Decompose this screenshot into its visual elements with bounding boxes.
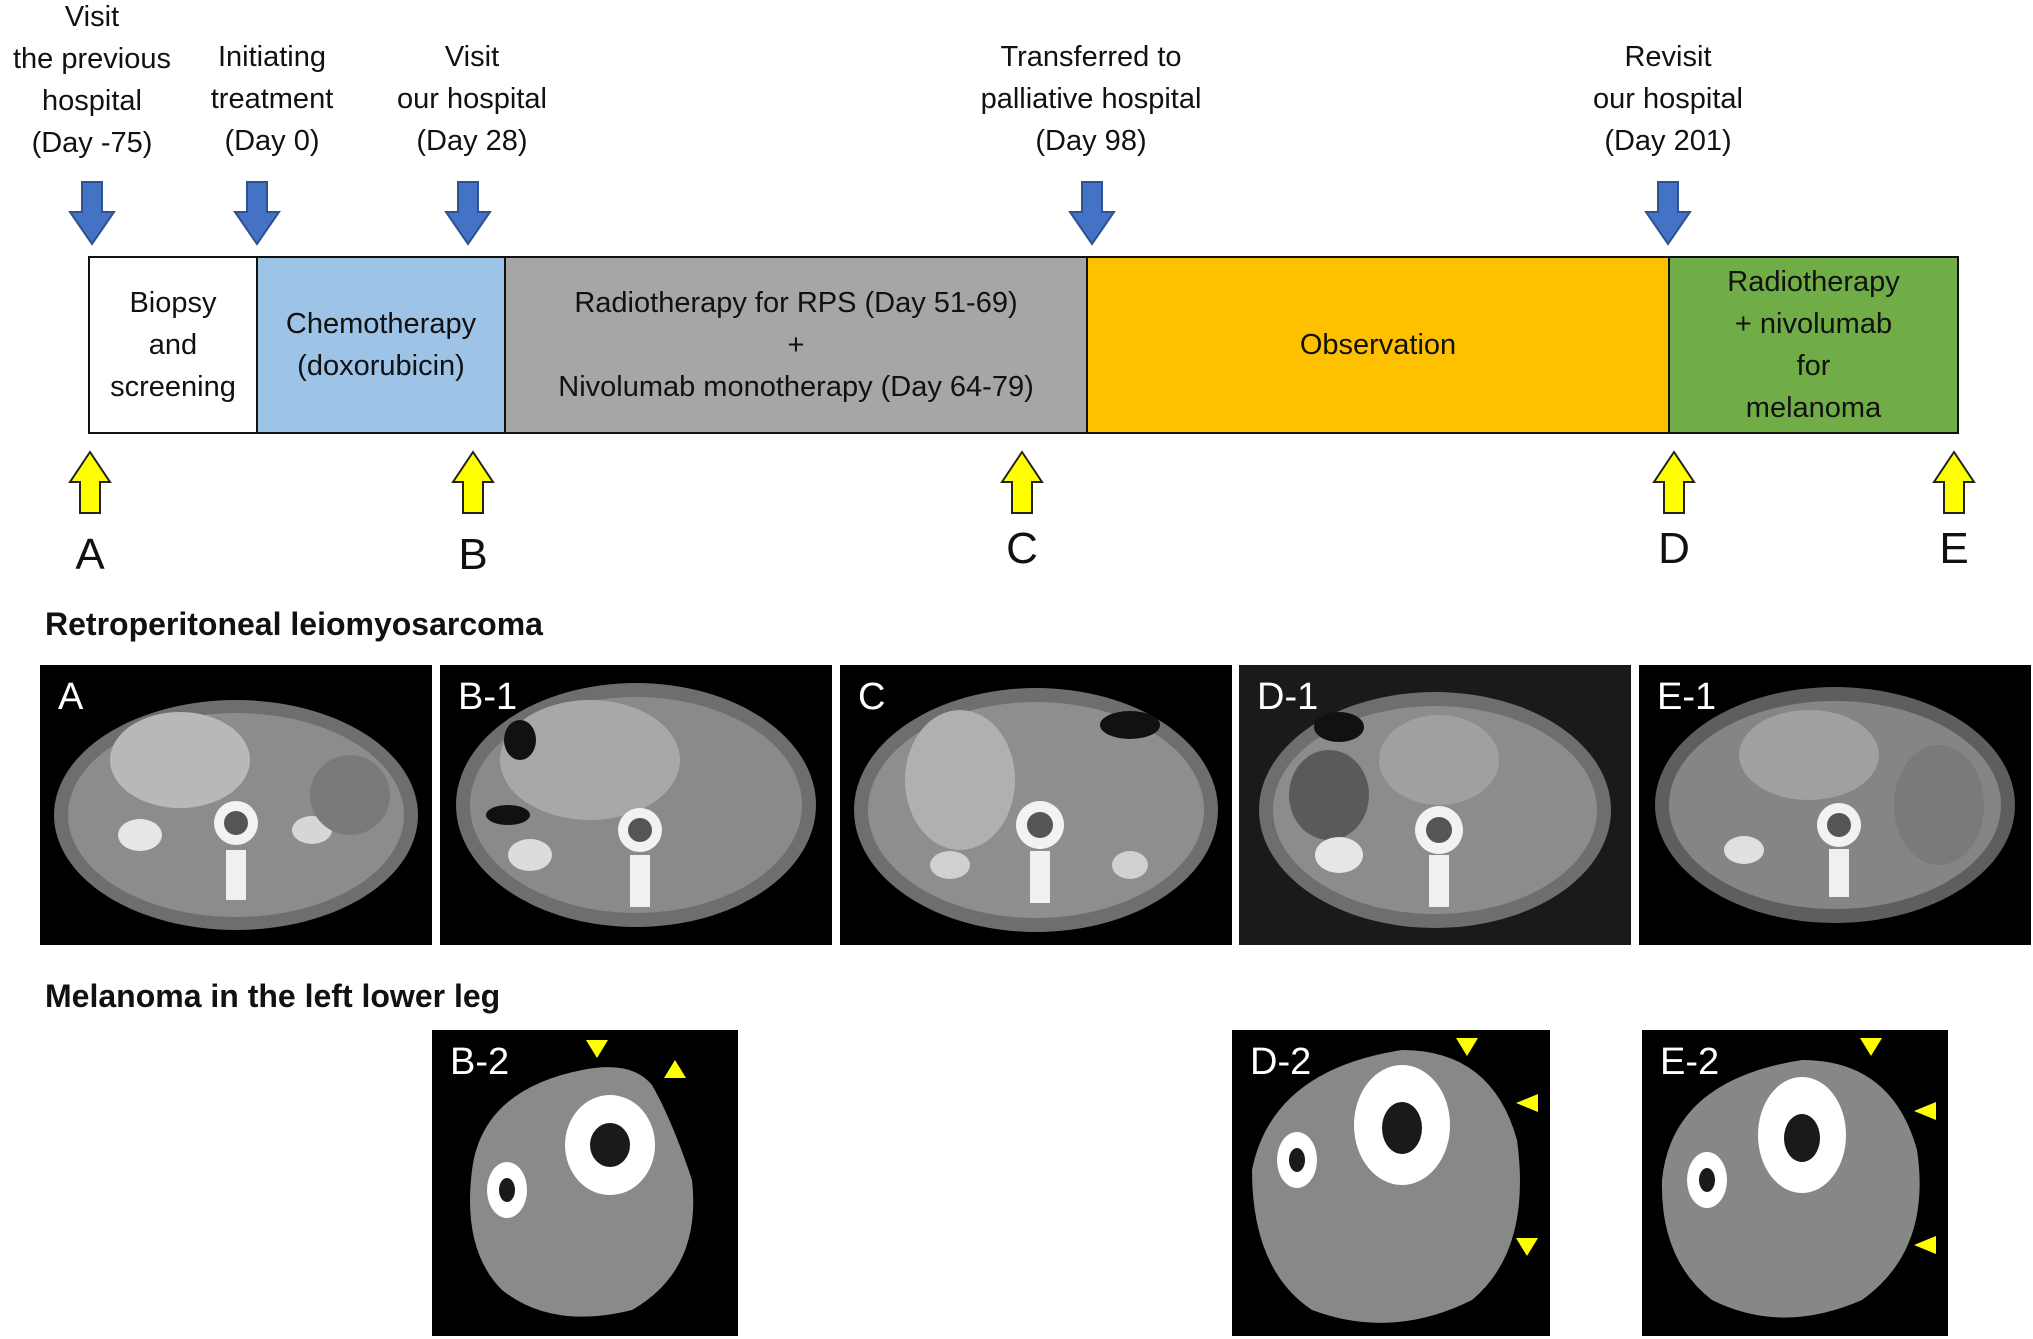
ct-scan-rps-e1: E-1 <box>1639 665 2031 945</box>
phase-biopsy-screening: Biopsy and screening <box>90 258 258 432</box>
phase-line: Biopsy <box>129 287 217 319</box>
event-visit-our-hospital: Visit our hospital (Day 28) <box>397 36 547 162</box>
arrowhead-marker-icon <box>1914 1236 1936 1254</box>
arrowhead-marker-icon <box>586 1040 608 1058</box>
event-line: Visit <box>444 41 500 73</box>
ct-scan-rps-b1: B-1 <box>440 665 832 945</box>
ct-scan-rps-a: A <box>40 665 432 945</box>
event-initiating-treatment: Initiating treatment (Day 0) <box>211 36 334 162</box>
phase-line: Chemotherapy <box>285 308 477 340</box>
event-line: (Day 28) <box>416 125 528 157</box>
event-line: Revisit <box>1624 41 1712 73</box>
phase-line: and <box>148 329 198 361</box>
arrowhead-marker-icon <box>1516 1238 1538 1256</box>
event-line: Visit <box>64 1 120 33</box>
up-arrow-icon <box>1932 450 1976 514</box>
ct-scan-melanoma-e2: E-2 <box>1642 1030 1948 1336</box>
phase-line: + <box>787 329 805 361</box>
event-line: (Day -75) <box>31 127 153 159</box>
phase-radiotherapy-nivolumab: Radiotherapy for RPS (Day 51-69) + Nivol… <box>506 258 1088 432</box>
down-arrow-icon <box>1068 181 1116 246</box>
phase-radiotherapy-nivolumab-melanoma: Radiotherapy + nivolumab for melanoma <box>1670 258 1957 432</box>
arrowhead-marker-icon <box>1516 1094 1538 1112</box>
timepoint-label: C <box>1006 524 1038 573</box>
phase-line: screening <box>110 371 236 403</box>
down-arrow-icon <box>68 181 116 246</box>
event-line: the previous <box>13 43 171 75</box>
down-arrow-icon <box>444 181 492 246</box>
section-title-rps: Retroperitoneal leiomyosarcoma <box>45 606 543 642</box>
down-arrow-icon <box>1644 181 1692 246</box>
event-transferred-palliative: Transferred to palliative hospital (Day … <box>981 36 1202 162</box>
event-line: hospital <box>42 85 142 117</box>
event-line: Initiating <box>217 41 326 73</box>
up-arrow-icon <box>451 450 495 514</box>
arrowhead-marker-icon <box>1860 1038 1882 1056</box>
phase-line: (doxorubicin) <box>297 350 465 382</box>
scan-label: E-1 <box>1657 676 1717 718</box>
scan-label: D-1 <box>1257 676 1319 718</box>
phase-chemotherapy: Chemotherapy (doxorubicin) <box>258 258 506 432</box>
phase-line: melanoma <box>1745 392 1882 424</box>
event-visit-previous-hospital: Visit the previous hospital (Day -75) <box>13 0 171 164</box>
ct-scan-melanoma-d2: D-2 <box>1232 1030 1550 1336</box>
scan-label: D-2 <box>1250 1041 1312 1083</box>
phase-line: Radiotherapy <box>1727 266 1900 298</box>
event-line: palliative hospital <box>980 83 1202 115</box>
event-revisit-our-hospital: Revisit our hospital (Day 201) <box>1593 36 1743 162</box>
up-arrow-icon <box>1000 450 1044 514</box>
event-line: treatment <box>210 83 334 115</box>
timepoint-label: E <box>1939 524 1969 573</box>
down-arrow-icon <box>233 181 281 246</box>
event-line: (Day 201) <box>1604 125 1732 157</box>
event-line: (Day 0) <box>224 125 320 157</box>
ct-scan-melanoma-b2: B-2 <box>432 1030 738 1336</box>
section-title-melanoma: Melanoma in the left lower leg <box>45 978 501 1014</box>
timepoint-label: D <box>1658 524 1690 573</box>
timeline-bar: Biopsy and screening Chemotherapy (doxor… <box>88 256 1959 434</box>
timepoint-label: A <box>75 530 105 579</box>
scan-label: B-2 <box>450 1041 510 1083</box>
phase-line: + nivolumab <box>1734 308 1893 340</box>
phase-line: Nivolumab monotherapy (Day 64-79) <box>558 371 1034 403</box>
event-line: our hospital <box>397 83 547 115</box>
phase-line: for <box>1796 350 1831 382</box>
up-arrow-icon <box>68 450 112 514</box>
arrowhead-marker-icon <box>1914 1102 1936 1120</box>
ct-scan-rps-c: C <box>840 665 1232 945</box>
arrowhead-marker-icon <box>664 1060 686 1078</box>
arrowhead-marker-icon <box>1456 1038 1478 1056</box>
ct-scan-rps-d1: D-1 <box>1239 665 1631 945</box>
scan-label: C <box>858 676 886 718</box>
scan-label: E-2 <box>1660 1041 1720 1083</box>
scan-label: B-1 <box>458 676 518 718</box>
event-line: our hospital <box>1593 83 1743 115</box>
event-line: (Day 98) <box>1035 125 1147 157</box>
timepoint-label: B <box>458 530 488 579</box>
phase-observation: Observation <box>1088 258 1670 432</box>
phase-line: Radiotherapy for RPS (Day 51-69) <box>574 287 1018 319</box>
event-line: Transferred to <box>1000 41 1182 73</box>
scan-label: A <box>58 676 84 718</box>
phase-line: Observation <box>1299 329 1457 361</box>
up-arrow-icon <box>1652 450 1696 514</box>
